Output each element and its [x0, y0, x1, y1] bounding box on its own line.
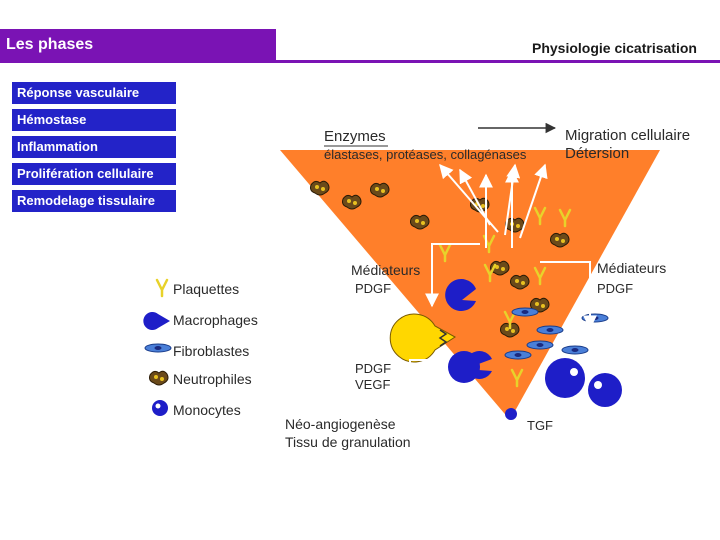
- enzymes-list-label: élastases, protéases, collagénases: [324, 147, 527, 162]
- macrophage-legend-icon: [143, 312, 170, 330]
- pdgf-label: PDGF: [355, 361, 392, 376]
- pdgf-left-label: PDGF: [355, 281, 392, 296]
- header-bar: [0, 29, 276, 60]
- wound-macrophage: [445, 279, 476, 311]
- enzymes-label: Enzymes: [324, 128, 386, 145]
- phase-vascular-response: Réponse vasculaire: [12, 82, 176, 104]
- migration-arrows: [439, 163, 548, 248]
- legend-monocytes: Monocytes: [173, 402, 241, 418]
- legend-platelets: Plaquettes: [173, 281, 240, 297]
- phase-remodeling: Remodelage tissulaire: [12, 190, 176, 212]
- monocyte-cell: [545, 358, 585, 398]
- monocyte-legend-icon: [152, 400, 168, 416]
- legend-fibroblasts: Fibroblastes: [173, 343, 250, 359]
- platelet-legend-icon: [155, 278, 169, 298]
- mediators-right-label: Médiateurs: [597, 260, 667, 276]
- page-subtitle: Physiologie cicatrisation: [532, 40, 697, 56]
- neutrophil-legend-icon: [149, 370, 169, 386]
- page-title: Les phases: [6, 36, 94, 53]
- monocyte-cell: [448, 351, 480, 383]
- migration-label: Migration cellulaire: [565, 127, 691, 144]
- header-rule: [0, 60, 720, 63]
- mediators-left-label: Médiateurs: [351, 262, 421, 278]
- granulation-label: Tissu de granulation: [285, 434, 411, 450]
- fibroblast-legend-icon: [144, 343, 172, 353]
- monocyte-cell: [588, 373, 622, 407]
- phase-inflammation: Inflammation: [12, 136, 176, 158]
- tgf-label: TGF: [527, 418, 553, 433]
- legend-neutrophils: Neutrophiles: [173, 371, 252, 387]
- phase-proliferation: Prolifération cellulaire: [12, 163, 176, 185]
- vegf-label: VEGF: [355, 377, 391, 392]
- neo-angiogenesis-label: Néo-angiogenèse: [285, 416, 396, 432]
- deterson-label: Détersion: [565, 145, 630, 162]
- pdgf-right-label: PDGF: [597, 281, 634, 296]
- legend-macrophages: Macrophages: [173, 312, 258, 328]
- phase-hemostasis: Hémostase: [12, 109, 176, 131]
